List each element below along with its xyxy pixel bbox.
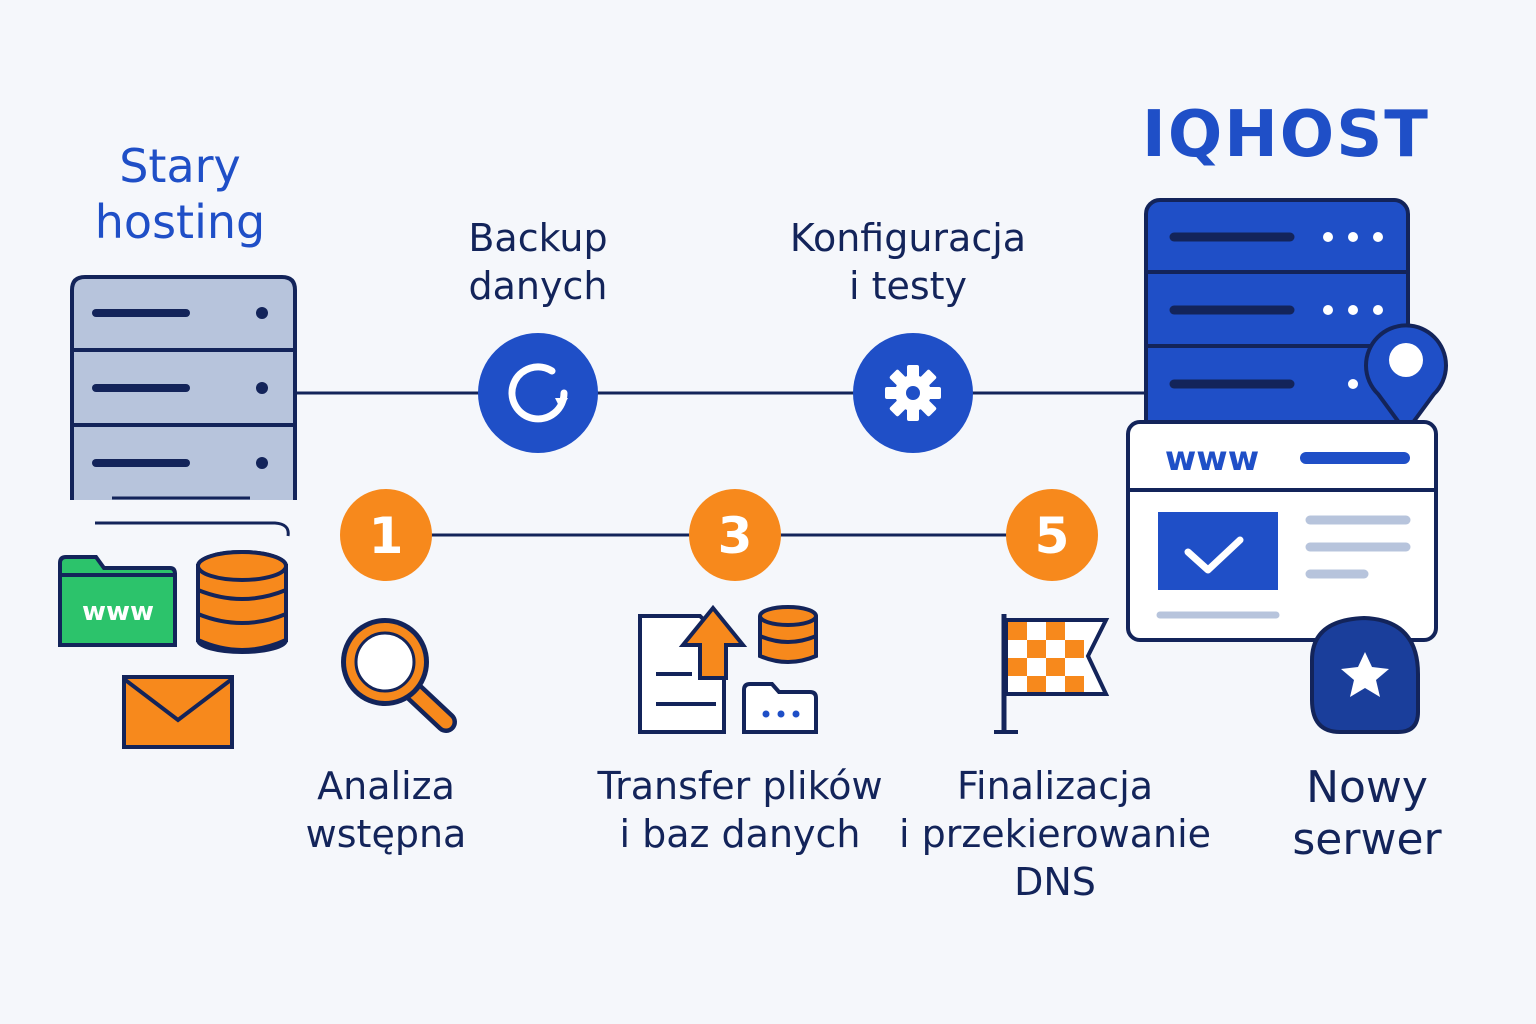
old-server-www-label: www [82, 597, 154, 627]
step-backup-label: Backup danych [468, 216, 608, 308]
checkered-flag-icon [994, 614, 1110, 734]
step-1-circle [340, 489, 432, 581]
location-pin-icon [1364, 323, 1448, 436]
backup-step-circle [478, 333, 598, 453]
step-3-circle [689, 489, 781, 581]
new-server-icon [1144, 198, 1410, 442]
step-3-number: 3 [718, 507, 753, 565]
browser-www-label: www [1165, 439, 1259, 479]
website-folder-icon [58, 555, 177, 647]
step-5-number: 5 [1035, 507, 1070, 565]
iqhost-logo: IQHOST [1142, 98, 1430, 172]
step-5-circle [1006, 489, 1098, 581]
star-badge-icon [1310, 615, 1420, 734]
old-server-title: Stary hosting [94, 139, 266, 249]
step-5-label: Finalizacja i przekierowanie DNS [898, 764, 1212, 904]
old-server-icon [70, 275, 297, 537]
step-config-label: Konfiguracja i testy [789, 216, 1027, 308]
mail-envelope-icon [122, 675, 234, 749]
config-step-circle [853, 333, 973, 453]
upload-files-icon [638, 604, 818, 734]
browser-window-icon [1126, 420, 1438, 642]
step-3-label: Transfer plików i baz danych [597, 764, 883, 856]
new-server-title: Nowy serwer [1292, 762, 1442, 865]
magnifier-icon [341, 618, 457, 733]
step-1-label: Analiza wstępna [305, 764, 467, 856]
step-1-number: 1 [369, 507, 404, 565]
